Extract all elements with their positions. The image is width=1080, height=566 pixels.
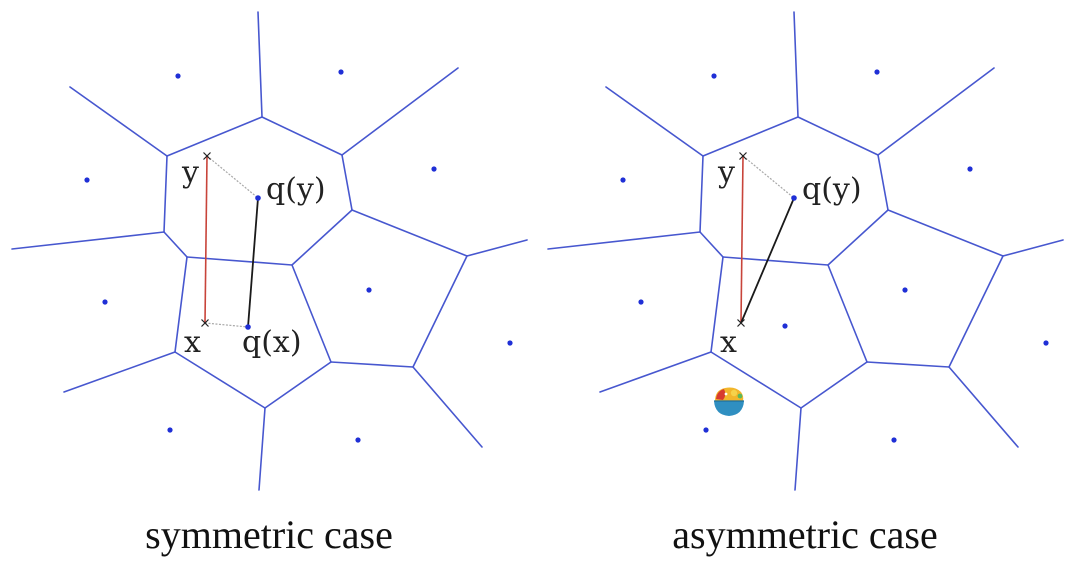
panel-asymmetric: y q(y) x asymmetric case [547,11,1064,557]
label-y: y [181,155,199,190]
voronoi-edges [11,11,528,491]
point-labels: y q(y) x q(x) [181,155,326,360]
x-cross-icon [201,319,209,327]
caption-asymmetric: asymmetric case [672,512,937,557]
voronoi-edges [547,11,1064,491]
y-cross-icon [203,152,211,160]
voronoi-sites [84,69,513,443]
query-geometry [201,152,261,330]
caption-symmetric: symmetric case [145,512,393,557]
panel-symmetric: y q(y) x q(x) symmetric case [11,11,528,557]
bowl-logo-icon [714,387,744,416]
qx-site [245,324,251,330]
label-y: y [717,155,735,190]
label-x: x [720,325,737,360]
label-qy: q(y) [802,172,862,207]
label-qy: q(y) [266,172,326,207]
label-qx: q(x) [242,325,302,360]
qy-site [791,195,797,201]
label-x: x [184,325,201,360]
x-cross-icon [737,319,745,327]
voronoi-sites [620,69,1049,443]
qy-site [255,195,261,201]
y-cross-icon [739,152,747,160]
query-geometry [737,152,797,327]
point-labels: y q(y) x [717,155,862,360]
